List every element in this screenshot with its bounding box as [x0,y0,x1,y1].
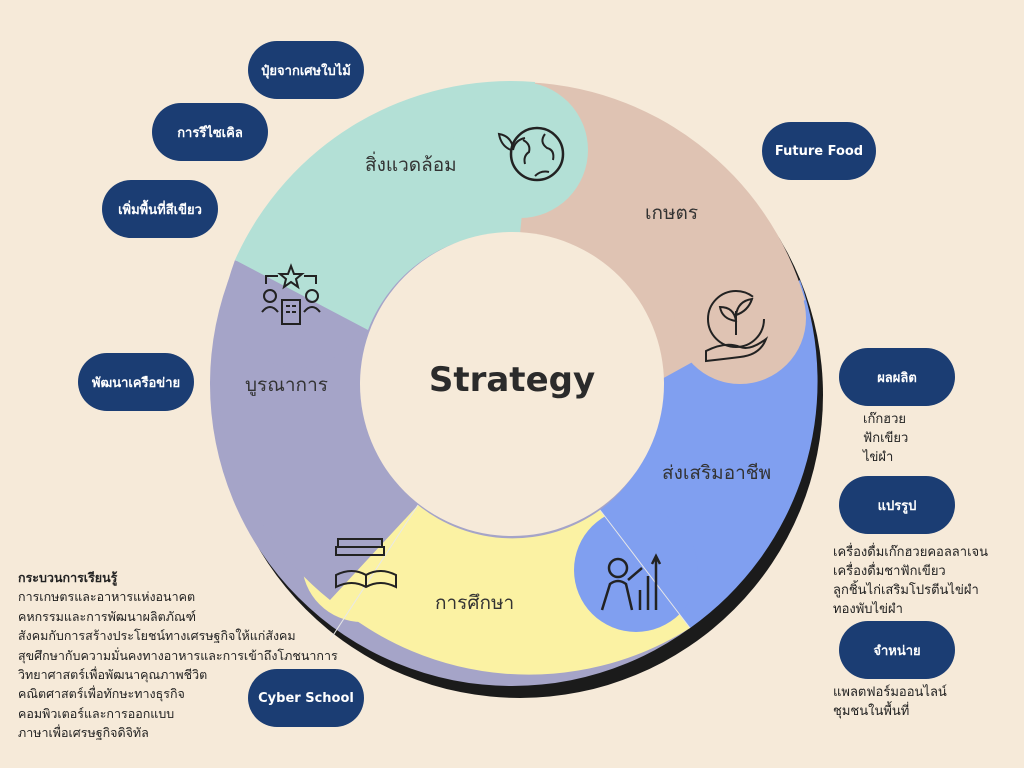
globe-plant-icon [497,126,565,182]
pill-network[interactable]: พัฒนาเครือข่าย [78,353,194,411]
books-icon [335,538,397,589]
list-item: ฟักเขียว [863,431,909,446]
pill-fertilizer[interactable]: ปุ๋ยจากเศษใบไม้ [248,41,364,99]
list-item: ภาษาเพื่อเศรษฐกิจดิจิทัล [18,725,149,741]
process-list: เครื่องดื่มเก๊กฮวยคอลลาเจน เครื่องดื่มชา… [833,543,988,619]
list-item: วิทยาศาสตร์เพื่อพัฒนาคุณภาพชีวิต [18,667,208,683]
distribute-list: แพลตฟอร์มออนไลน์ ชุมชนในพื้นที่ [833,683,947,721]
list-item: แพลตฟอร์มออนไลน์ [833,685,947,700]
list-item: สุขศึกษากับความมั่นคงทางอาหารและการเข้าถ… [18,647,338,663]
list-item: คอมพิวเตอร์และการออกแบบ [18,705,175,721]
list-item: เครื่องดื่มเก๊กฮวยคอลลาเจน [833,545,989,560]
pill-green-area[interactable]: เพิ่มพื้นที่สีเขียว [102,180,218,238]
segment-agriculture-label: เกษตร [645,202,699,224]
list-item: คณิตศาสตร์เพื่อทักษะทางธุรกิจ [18,686,185,702]
pill-distribute[interactable]: จำหน่าย [839,621,955,679]
pill-cyber-school[interactable]: Cyber School [248,669,364,727]
wheel-center [360,232,664,536]
list-item: การเกษตรและอาหารแห่งอนาคต [18,589,196,605]
pill-product[interactable]: ผลผลิต [839,348,955,406]
segment-education-label: การศึกษา [435,592,515,614]
segment-environment-label: สิ่งแวดล้อม [365,154,457,176]
list-item: คหกรรมและการพัฒนาผลิตภัณฑ์ [18,608,196,624]
list-item: ลูกชิ้นไก่เสริมโปรตีนไข่ผำ [833,583,979,598]
segment-environment-cap [452,82,588,218]
list-item: ทองพับไข่ผำ [833,602,903,617]
list-item: สังคมกับการสร้างประโยชน์ทางเศรษฐกิจให้แก… [18,628,296,644]
list-item: เครื่องดื่มชาฟักเขียว [833,564,946,579]
network-building-icon [261,263,321,325]
learning-heading: กระบวนการเรียนรู้ [18,570,118,585]
separator-line [599,509,691,629]
pill-process[interactable]: แปรรูป [839,476,955,534]
center-title: Strategy [428,360,596,400]
segment-integration-label: บูรณาการ [245,374,328,396]
learning-process-list: กระบวนการเรียนรู้ การเกษตรและอาหารแห่งอน… [18,568,338,743]
product-list: เก๊กฮวย ฟักเขียว ไข่ผำ [863,410,908,467]
list-item: ชุมชนในพื้นที่ [833,704,910,719]
pill-recycle[interactable]: การรีไซเคิล [152,103,268,161]
plant-hand-icon [705,290,769,363]
pill-future-food[interactable]: Future Food [762,122,876,180]
list-item: เก๊กฮวย [863,412,907,427]
growth-person-icon [600,553,662,611]
segment-career-label: ส่งเสริมอาชีพ [662,462,772,484]
list-item: ไข่ผำ [863,450,894,465]
